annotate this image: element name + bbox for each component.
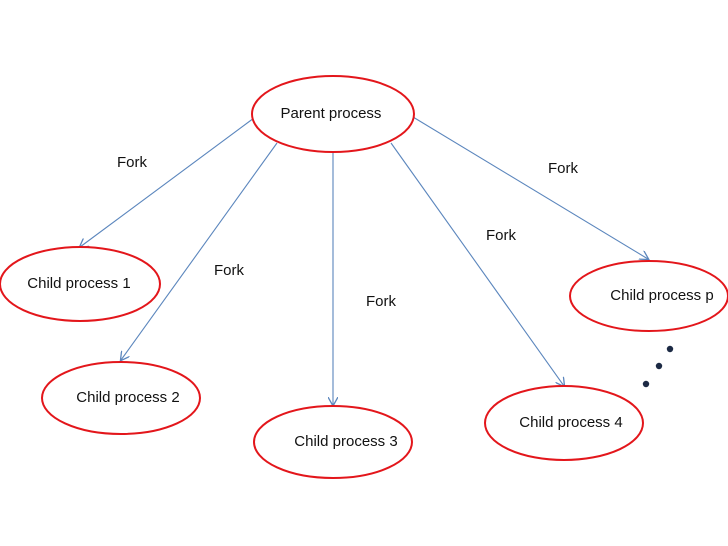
- ellipsis-dot: [666, 345, 674, 353]
- fork-label-child2: Fork: [214, 262, 245, 279]
- parent-process-label: Parent process: [281, 105, 382, 122]
- fork-arrow-child1: [80, 117, 255, 247]
- child-process-4-label: Child process 4: [519, 414, 622, 431]
- child-process-3-node: Child process 3: [253, 405, 413, 479]
- child-process-p-node: Child process p: [569, 260, 728, 332]
- child-process-1-node: Child process 1: [0, 246, 161, 322]
- child-process-3-label: Child process 3: [294, 433, 397, 450]
- ellipsis-dot: [655, 362, 663, 370]
- fork-arrow-child2: [121, 142, 278, 360]
- child-process-4-node: Child process 4: [484, 385, 644, 461]
- child-process-p-label: Child process p: [610, 287, 713, 304]
- fork-label-child4: Fork: [486, 227, 517, 244]
- child-process-2-node: Child process 2: [41, 361, 201, 435]
- fork-label-child1: Fork: [117, 154, 148, 171]
- ellipsis-dot: [642, 380, 650, 388]
- fork-arrow-child4: [390, 142, 564, 386]
- child-process-2-label: Child process 2: [76, 389, 179, 406]
- ellipsis-dots: [642, 345, 674, 388]
- fork-label-child3: Fork: [366, 293, 397, 310]
- child-process-1-label: Child process 1: [27, 275, 130, 292]
- fork-label-childp: Fork: [548, 160, 579, 177]
- fork-arrow-childp: [412, 116, 648, 259]
- parent-process-node: Parent process: [251, 75, 415, 153]
